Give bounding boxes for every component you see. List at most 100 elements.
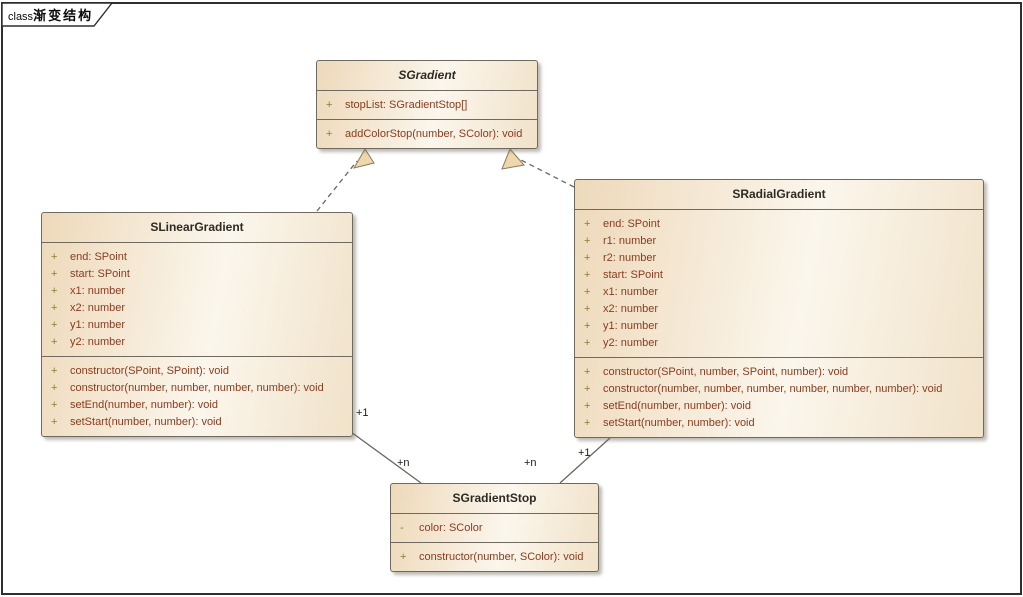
member-text: constructor(SPoint, number, SPoint, numb… (603, 366, 849, 378)
member-row: + setEnd(number, number): void (42, 397, 352, 414)
member-text: y2: number (603, 337, 659, 349)
visibility-sign: + (51, 382, 58, 394)
member-row: + y2: number (575, 335, 983, 352)
member-row: +constructor(number, number, number, num… (575, 381, 983, 398)
visibility-sign: + (326, 128, 333, 140)
member-row: + r2: number (575, 250, 983, 267)
visibility-sign: + (584, 303, 591, 315)
visibility-sign: + (51, 399, 58, 411)
frame-tab-label: class渐变结构 (8, 5, 93, 25)
visibility-sign: + (51, 268, 58, 280)
class-title: SLinearGradient (42, 213, 352, 243)
member-row: + end: SPoint (42, 249, 352, 266)
member-row: + x2: number (42, 300, 352, 317)
visibility-sign: + (584, 366, 591, 378)
member-text: setStart(number, number): void (603, 417, 755, 429)
member-text: x1: number (70, 285, 126, 297)
member-row: + constructor(SPoint, SPoint): void (42, 363, 352, 380)
member-text: constructor(number, number, number, numb… (70, 382, 324, 394)
realization-linear-to-gradient[interactable] (316, 148, 375, 212)
class-box-sgradientstop[interactable]: SGradientStop - color: SColor + constructo… (390, 483, 599, 572)
member-row: + start: SPoint (42, 266, 352, 283)
member-text: x1: number (603, 286, 659, 298)
attributes-compartment: + stopList: SGradientStop[] (317, 91, 537, 120)
member-text: color: SColor (419, 522, 483, 534)
visibility-sign: + (51, 365, 58, 377)
member-row: + addColorStop(number, SColor): void (317, 126, 537, 143)
member-text: y2: number (70, 336, 126, 348)
member-row: + end: SPoint (575, 216, 983, 233)
member-row: + y2: number (42, 334, 352, 351)
member-text: start: SPoint (70, 268, 130, 280)
member-row: + y1: number (42, 317, 352, 334)
visibility-sign: + (584, 269, 591, 281)
realization-radial-to-gradient[interactable] (501, 148, 575, 188)
visibility-sign: + (51, 302, 58, 314)
multiplicity-label-linear-source: +1 (356, 407, 369, 419)
member-row: + r1: number (575, 233, 983, 250)
visibility-sign: - (400, 522, 404, 534)
attributes-compartment: + end: SPoint + start: SPoint + x1: number + x2… (42, 243, 352, 357)
association-radial-to-stop[interactable] (559, 437, 611, 484)
visibility-sign: + (400, 551, 407, 563)
class-title: SGradient (317, 61, 537, 91)
generalization-arrow-icon (352, 148, 375, 169)
methods-compartment: + addColorStop(number, SColor): void (317, 120, 537, 148)
member-row: + constructor(number, number, number, num… (42, 380, 352, 397)
visibility-sign: + (584, 252, 591, 264)
member-row: +setStart(number, number): void (575, 415, 983, 432)
attributes-compartment: + end: SPoint + r1: number + r2: number + start… (575, 210, 983, 358)
member-text: x2: number (603, 303, 659, 315)
member-text: constructor(number, SColor): void (419, 551, 584, 563)
association-linear-to-stop[interactable] (350, 431, 422, 484)
class-box-sradialgradient[interactable]: SRadialGradient +end: SPoint+r1: number+… (574, 179, 984, 438)
member-text: start: SPoint (603, 269, 663, 281)
member-text: y1: number (603, 320, 659, 332)
member-text: x2: number (70, 302, 126, 314)
member-text: setEnd(number, number): void (70, 399, 218, 411)
frame-title: 渐变结构 (33, 8, 94, 23)
multiplicity-label-radial-target: +n (524, 457, 537, 469)
member-row: +setEnd(number, number): void (575, 398, 983, 415)
class-box-slineargradient[interactable]: SLinearGradient + end: SPoint + start: SPoi… (41, 212, 353, 437)
visibility-sign: + (584, 235, 591, 247)
visibility-sign: + (584, 337, 591, 349)
member-text: r1: number (603, 235, 657, 247)
member-row: + x1: number (575, 284, 983, 301)
visibility-sign: + (326, 99, 333, 111)
visibility-sign: + (584, 383, 591, 395)
member-row: + setStart(number, number): void (42, 414, 352, 431)
member-text: addColorStop(number, SColor): void (345, 128, 523, 140)
class-title: SRadialGradient (575, 180, 983, 210)
generalization-arrow-icon (501, 148, 525, 170)
member-row: + x2: number (575, 301, 983, 318)
visibility-sign: + (584, 286, 591, 298)
member-text: constructor(SPoint, SPoint): void (70, 365, 229, 377)
member-text: setEnd(number, number): void (603, 400, 751, 412)
class-title: SGradientStop (391, 484, 598, 514)
multiplicity-label-radial-source: +1 (578, 447, 591, 459)
visibility-sign: + (51, 416, 58, 428)
member-row: + x1: number (42, 283, 352, 300)
visibility-sign: + (51, 285, 58, 297)
member-text: setStart(number, number): void (70, 416, 222, 428)
visibility-sign: + (51, 251, 58, 263)
member-text: end: SPoint (70, 251, 127, 263)
methods-compartment: + constructor(number, SColor): void (391, 543, 598, 571)
visibility-sign: + (51, 319, 58, 331)
member-row: + constructor(number, SColor): void (391, 549, 598, 566)
visibility-sign: + (584, 320, 591, 332)
member-text: stopList: SGradientStop[] (345, 99, 468, 111)
member-row: - color: SColor (391, 520, 598, 537)
visibility-sign: + (584, 218, 591, 230)
class-box-sgradient[interactable]: SGradient + stopList: SGradientStop[] + ad… (316, 60, 538, 149)
multiplicity-label-linear-target: +n (397, 457, 410, 469)
member-text: y1: number (70, 319, 126, 331)
member-row: + constructor(SPoint, number, SPoint, num… (575, 364, 983, 381)
methods-compartment: + constructor(SPoint, number, SPoint, num… (575, 358, 983, 437)
frame-keyword: class (8, 11, 34, 23)
member-text: end: SPoint (603, 218, 660, 230)
visibility-sign: + (51, 336, 58, 348)
member-text: r2: number (603, 252, 657, 264)
attributes-compartment: - color: SColor (391, 514, 598, 543)
